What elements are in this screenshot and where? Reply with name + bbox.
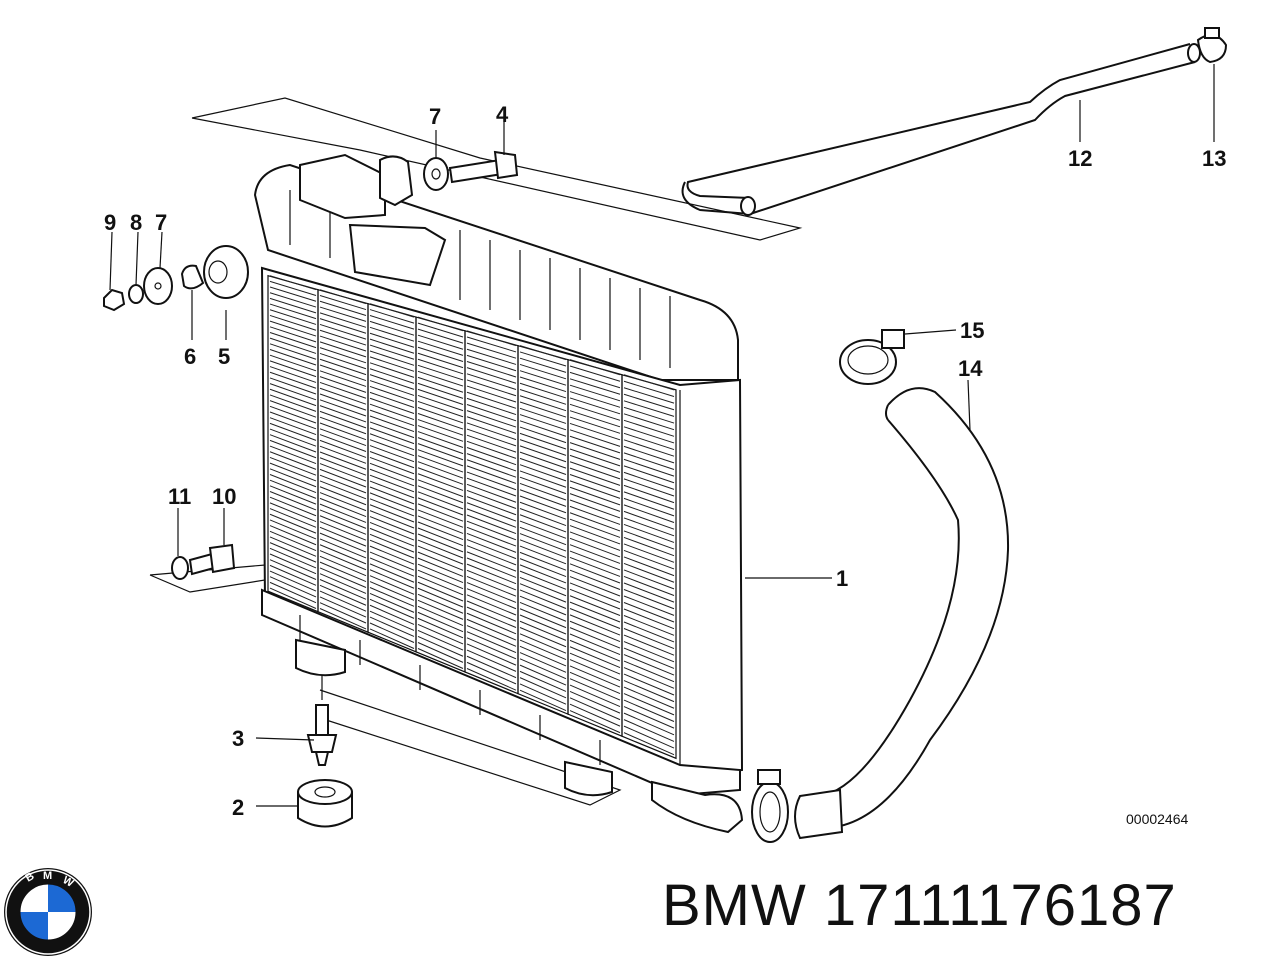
bottom-tank-ribs [299,615,601,765]
diagram-reference-number: 00002464 [1126,811,1189,827]
callout-4: 4 [496,102,509,127]
radiator-core [253,153,744,834]
callout-1: 1 [836,566,848,591]
top-tank-ribs [289,190,671,368]
callout-numbers: 1 2 3 4 5 6 7 7 8 9 10 11 12 13 14 15 00… [104,102,1226,827]
callout-15: 15 [960,318,984,343]
callout-2: 2 [232,795,244,820]
top-bolt [448,150,519,184]
callout-5: 5 [218,344,230,369]
mounting-pin [306,675,338,766]
left-mount-stack [103,245,249,312]
radiator-hose [751,387,1010,843]
callout-7-top: 7 [429,104,441,129]
bmw-logo: B M W [4,868,92,956]
hose-clamp-upper [839,329,905,385]
callout-14: 14 [958,356,983,381]
core-fins [267,274,677,760]
callout-13: 13 [1202,146,1226,171]
callout-3: 3 [232,726,244,751]
callout-6: 6 [184,344,196,369]
tube-clip [1196,27,1228,64]
callout-12: 12 [1068,146,1092,171]
callout-7-left: 7 [155,210,167,235]
callout-8: 8 [130,210,142,235]
lower-bolt [171,543,236,580]
callout-9: 9 [104,210,116,235]
callout-10: 10 [212,484,236,509]
svg-text:M: M [43,870,52,882]
overflow-tube [681,43,1201,216]
part-number-title: BMW 17111176187 [662,873,1177,938]
leader-lines [109,64,1215,807]
rubber-mount [297,779,353,828]
top-washer [423,157,449,191]
callout-11: 11 [168,484,191,509]
